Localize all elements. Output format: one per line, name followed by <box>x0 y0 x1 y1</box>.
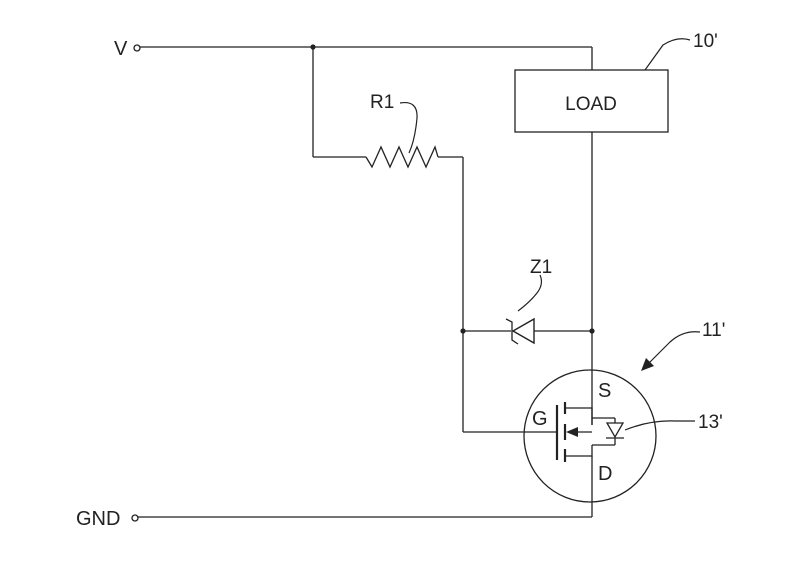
resistor-label: R1 <box>370 92 394 113</box>
source-connection <box>565 407 593 425</box>
mosfet-ref-leader <box>643 331 701 369</box>
source-label: S <box>598 380 611 402</box>
mosfet-ref-arrowhead <box>641 358 654 371</box>
mosfet-circle <box>523 369 657 503</box>
body-diode-ref-label: 13' <box>698 412 723 433</box>
load-ref-leader <box>644 38 691 71</box>
mosfet-ref-label: 11' <box>702 320 725 341</box>
supply-label: V <box>114 38 128 60</box>
resistor-leader <box>399 101 418 154</box>
ground-terminal <box>131 514 139 522</box>
gate-label: G <box>532 408 548 430</box>
zener-label: Z1 <box>530 257 552 278</box>
drain-connection <box>565 445 593 457</box>
load-ref-label: 10' <box>693 31 718 52</box>
body-arrow <box>566 427 578 437</box>
supply-terminal <box>133 44 141 52</box>
load-label: LOAD <box>565 94 617 115</box>
drain-label: D <box>598 463 612 485</box>
resistor-r1-zigzag <box>365 145 439 169</box>
zener-leader <box>517 274 543 312</box>
zener-bar <box>505 318 519 345</box>
load-box <box>514 69 669 133</box>
body-diode-leader <box>624 420 695 431</box>
zener-triangle <box>511 317 535 345</box>
body-diode-triangle <box>605 422 625 439</box>
ground-label: GND <box>76 508 120 530</box>
